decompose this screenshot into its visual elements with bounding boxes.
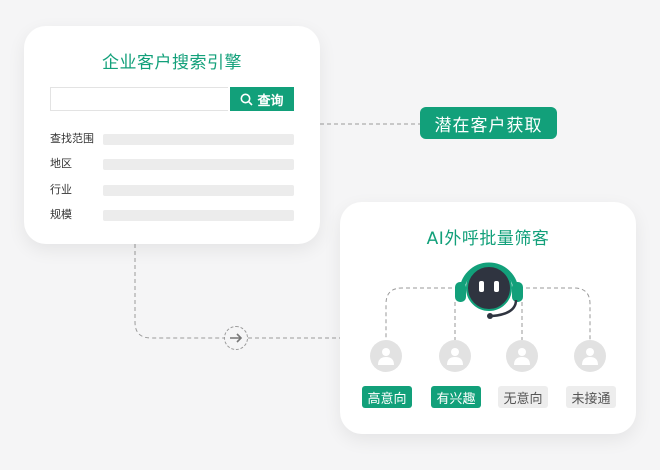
connector-search-to-arrow xyxy=(134,244,224,339)
search-card-title: 企业客户搜索引擎 xyxy=(102,53,242,73)
person-icon xyxy=(439,340,471,372)
person-icon xyxy=(574,340,606,372)
filter-value-bar[interactable] xyxy=(103,210,294,221)
search-button-label: 查询 xyxy=(257,93,284,109)
search-input[interactable] xyxy=(50,87,228,111)
outcome-tag-high-intent: 高意向 xyxy=(362,386,412,408)
ai-outbound-card: AI外呼批量筛客 高意向 有兴趣 无意向 未接通 xyxy=(340,202,636,434)
filter-row-scope: 查找范围 xyxy=(50,132,294,146)
person-icon xyxy=(506,340,538,372)
filter-row-scale: 规模 xyxy=(50,208,294,222)
filter-label: 行业 xyxy=(50,183,72,196)
customer-search-card: 企业客户搜索引擎 查询 查找范围 地区 行业 规模 xyxy=(24,26,320,244)
person-icon xyxy=(370,340,402,372)
filter-value-bar[interactable] xyxy=(103,134,294,145)
search-bar: 查询 xyxy=(50,87,294,111)
outcome-tag-interested: 有兴趣 xyxy=(431,386,481,408)
potential-customer-tag: 潜在客户获取 xyxy=(420,107,557,139)
search-icon xyxy=(240,93,254,106)
ai-card-title: AI外呼批量筛客 xyxy=(426,229,550,249)
filter-row-industry: 行业 xyxy=(50,183,294,197)
outcome-tag-not-connected: 未接通 xyxy=(566,386,616,408)
robot-headset-icon xyxy=(455,262,523,319)
filter-row-region: 地区 xyxy=(50,157,294,171)
filter-label: 地区 xyxy=(50,157,72,170)
filter-label: 规模 xyxy=(50,208,72,221)
outcome-tag-no-intent: 无意向 xyxy=(498,386,548,408)
search-button[interactable]: 查询 xyxy=(230,87,294,111)
filter-label: 查找范围 xyxy=(50,132,94,145)
filter-value-bar[interactable] xyxy=(103,185,294,196)
ai-branch-lines xyxy=(385,287,591,340)
flow-arrow-icon xyxy=(224,326,248,350)
filter-value-bar[interactable] xyxy=(103,159,294,170)
